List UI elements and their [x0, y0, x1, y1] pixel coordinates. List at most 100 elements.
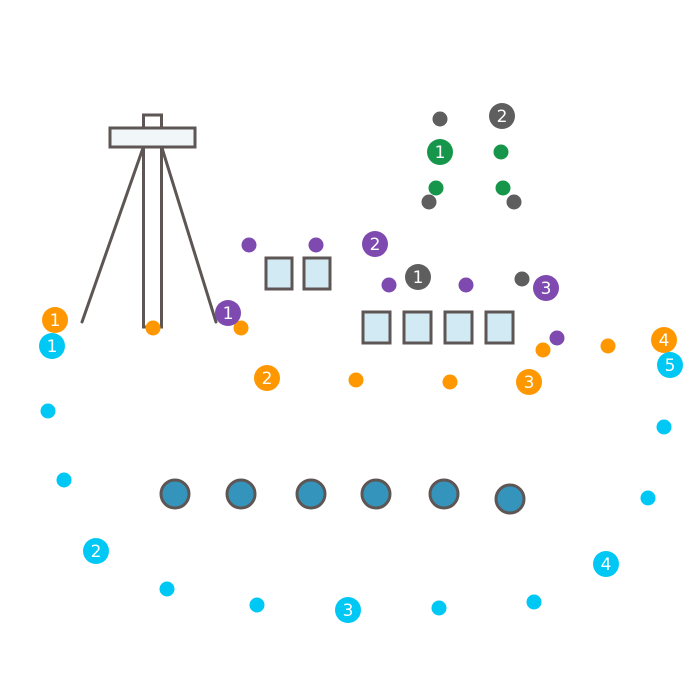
- dot: [506, 194, 522, 210]
- marker-number: 3: [343, 601, 354, 621]
- dot: [495, 180, 511, 196]
- orange-dot: [145, 320, 161, 336]
- purple-numbered-marker-1: 1: [215, 300, 241, 326]
- marker-number: 2: [497, 107, 508, 127]
- cyan-numbered-marker-3: 3: [335, 597, 361, 623]
- cyan-numbered-marker-5: 5: [657, 352, 683, 378]
- orange-numbered-marker-1: 1: [42, 307, 68, 333]
- window-row-small: [264, 256, 332, 291]
- orange-dot: [535, 342, 551, 358]
- dot: [159, 581, 175, 597]
- orange-dot: [348, 372, 364, 388]
- orange-numbered-marker-3: 3: [516, 369, 542, 395]
- round-window-row: [159, 478, 526, 515]
- dot: [493, 144, 509, 160]
- marker-number: 3: [541, 279, 552, 299]
- round-window: [225, 478, 257, 510]
- window: [402, 310, 433, 345]
- dot: [549, 330, 565, 346]
- marker-number: 1: [50, 311, 61, 331]
- orange-numbered-marker-4: 4: [651, 327, 677, 353]
- marker-circle: [427, 139, 453, 165]
- purple-dot: [381, 277, 397, 293]
- dot: [40, 403, 56, 419]
- gray-dot: [514, 271, 530, 287]
- cyan-numbered-marker-4: 4: [593, 551, 619, 577]
- cyan-dot: [249, 597, 265, 613]
- cyan-dot: [526, 594, 542, 610]
- dot: [428, 180, 444, 196]
- marker-number: 2: [91, 542, 102, 562]
- green-dot: [495, 180, 511, 196]
- dot: [431, 600, 447, 616]
- window: [361, 310, 392, 345]
- dot: [458, 277, 474, 293]
- window: [443, 310, 474, 345]
- dot: [249, 597, 265, 613]
- marker-number: 1: [223, 304, 234, 324]
- green-dot: [493, 144, 509, 160]
- dot: [56, 472, 72, 488]
- marker-number: 5: [665, 356, 676, 376]
- marker-number: 3: [524, 373, 535, 393]
- purple-dot: [549, 330, 565, 346]
- orange-dot: [233, 320, 249, 336]
- orange-dot: [442, 374, 458, 390]
- marker-circle: [335, 597, 361, 623]
- round-window: [494, 483, 526, 515]
- marker-circle: [254, 365, 280, 391]
- dot: [535, 342, 551, 358]
- round-window: [428, 478, 460, 510]
- marker-circle: [593, 551, 619, 577]
- window: [302, 256, 332, 291]
- gray-numbered-marker-2: 2: [489, 103, 515, 129]
- round-window: [159, 478, 191, 510]
- cyan-dot: [656, 419, 672, 435]
- marker-circle: [83, 538, 109, 564]
- marker-number: 2: [370, 235, 381, 255]
- marker-circle: [42, 307, 68, 333]
- dot: [233, 320, 249, 336]
- purple-numbered-marker-3: 3: [533, 275, 559, 301]
- gray-numbered-marker-1: 1: [405, 264, 431, 290]
- window: [484, 310, 515, 345]
- marker-number: 4: [601, 555, 612, 575]
- dot: [421, 194, 437, 210]
- dot: [241, 237, 257, 253]
- gray-dot: [506, 194, 522, 210]
- window: [264, 256, 294, 291]
- marker-circle: [405, 264, 431, 290]
- marker-circle: [533, 275, 559, 301]
- cyan-dot: [159, 581, 175, 597]
- purple-dot: [458, 277, 474, 293]
- dot: [442, 374, 458, 390]
- marker-circle: [362, 231, 388, 257]
- dot: [656, 419, 672, 435]
- tripod-tower-icon: [80, 113, 218, 329]
- dot: [381, 277, 397, 293]
- dot: [526, 594, 542, 610]
- marker-circle: [489, 103, 515, 129]
- dot: [145, 320, 161, 336]
- marker-number: 4: [659, 331, 670, 351]
- purple-dot: [241, 237, 257, 253]
- green-numbered-marker-1: 1: [427, 139, 453, 165]
- cyan-dot: [40, 403, 56, 419]
- cyan-numbered-marker-2: 2: [83, 538, 109, 564]
- marker-circle: [39, 333, 65, 359]
- marker-number: 1: [47, 337, 58, 357]
- purple-numbered-marker-2: 2: [362, 231, 388, 257]
- marker-circle: [215, 300, 241, 326]
- round-window: [295, 478, 327, 510]
- cyan-numbered-marker-1: 1: [39, 333, 65, 359]
- green-dot: [428, 180, 444, 196]
- gray-dot: [432, 111, 448, 127]
- cyan-dot: [56, 472, 72, 488]
- marker-number: 1: [413, 268, 424, 288]
- dot: [308, 237, 324, 253]
- cyan-dot: [640, 490, 656, 506]
- dot: [640, 490, 656, 506]
- dot: [348, 372, 364, 388]
